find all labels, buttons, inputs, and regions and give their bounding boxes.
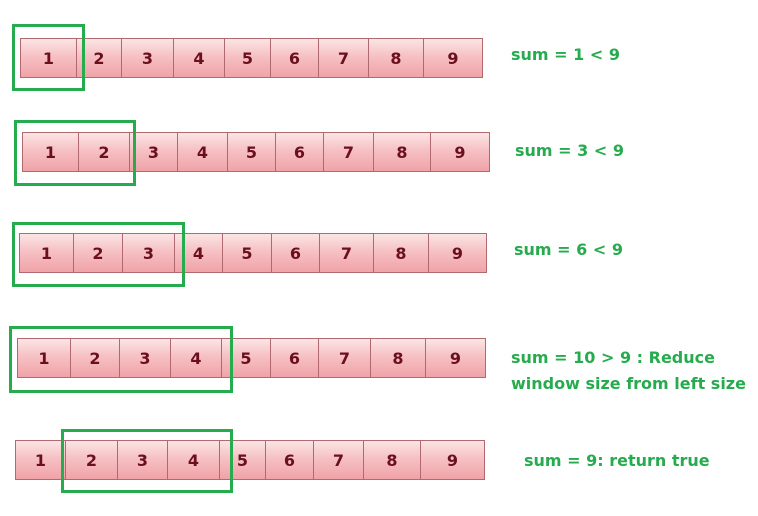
- array-cell: 3: [118, 440, 168, 480]
- array-cell: 5: [223, 233, 272, 273]
- array-cell: 7: [314, 440, 364, 480]
- array-cell: 8: [364, 440, 421, 480]
- array-cell: 3: [123, 233, 175, 273]
- array-cell: 7: [319, 38, 369, 78]
- array-cell: 9: [429, 233, 487, 273]
- array-cell: 9: [421, 440, 485, 480]
- array-cell: 1: [17, 338, 71, 378]
- array-cell: 8: [374, 132, 431, 172]
- array-cell: 2: [74, 233, 123, 273]
- sum-label-line: sum = 9: return true: [524, 451, 710, 470]
- sum-label-line: sum = 6 < 9: [514, 240, 623, 259]
- array-cells: 1 2 3 4 5 6 7 8 9: [19, 233, 487, 273]
- array-cell: 2: [79, 132, 130, 172]
- array-cells: 1 2 3 4 5 6 7 8 9: [20, 38, 483, 78]
- sum-label-line: sum = 1 < 9: [511, 45, 620, 64]
- array-cell: 5: [220, 440, 266, 480]
- sum-label: sum = 10 > 9 : Reduce window size from l…: [511, 345, 746, 397]
- array-cell: 7: [320, 233, 374, 273]
- sum-label: sum = 9: return true: [524, 448, 710, 474]
- window-highlight: [9, 326, 233, 393]
- array-cell: 1: [22, 132, 79, 172]
- window-highlight: [14, 120, 136, 186]
- array-cell: 8: [371, 338, 426, 378]
- sum-label-line: sum = 3 < 9: [515, 141, 624, 160]
- array-cell: 8: [369, 38, 424, 78]
- array-cell: 9: [431, 132, 490, 172]
- window-highlight: [12, 222, 185, 287]
- array-cells: 1 2 3 4 5 6 7 8 9: [22, 132, 490, 172]
- array-cell: 6: [276, 132, 324, 172]
- array-cell: 7: [324, 132, 374, 172]
- array-cell: 1: [19, 233, 74, 273]
- sum-label-line: window size from left size: [511, 374, 746, 393]
- array-cell: 4: [168, 440, 220, 480]
- array-cell: 3: [130, 132, 178, 172]
- array-cell: 4: [174, 38, 225, 78]
- array-cells: 1 2 3 4 5 6 7 8 9: [15, 440, 485, 480]
- array-cell: 2: [71, 338, 120, 378]
- array-cell: 6: [272, 233, 320, 273]
- array-cell: 6: [266, 440, 314, 480]
- sum-label: sum = 3 < 9: [515, 138, 624, 164]
- array-cell: 4: [178, 132, 228, 172]
- array-cell: 8: [374, 233, 429, 273]
- array-cell: 2: [66, 440, 118, 480]
- window-highlight: [12, 24, 85, 91]
- array-cell: 3: [122, 38, 174, 78]
- array-cell: 3: [120, 338, 171, 378]
- sum-label: sum = 6 < 9: [514, 237, 623, 263]
- array-cell: 5: [228, 132, 276, 172]
- array-cell: 1: [15, 440, 66, 480]
- array-cell: 1: [20, 38, 77, 78]
- array-cell: 9: [426, 338, 486, 378]
- array-cell: 7: [319, 338, 371, 378]
- sum-label-line: sum = 10 > 9 : Reduce: [511, 348, 715, 367]
- array-cell: 9: [424, 38, 483, 78]
- array-cell: 6: [271, 38, 319, 78]
- sum-label: sum = 1 < 9: [511, 42, 620, 68]
- array-cells: 1 2 3 4 5 6 7 8 9: [17, 338, 486, 378]
- array-cell: 6: [271, 338, 319, 378]
- array-cell: 4: [171, 338, 222, 378]
- array-cell: 5: [225, 38, 271, 78]
- window-highlight: [61, 429, 233, 493]
